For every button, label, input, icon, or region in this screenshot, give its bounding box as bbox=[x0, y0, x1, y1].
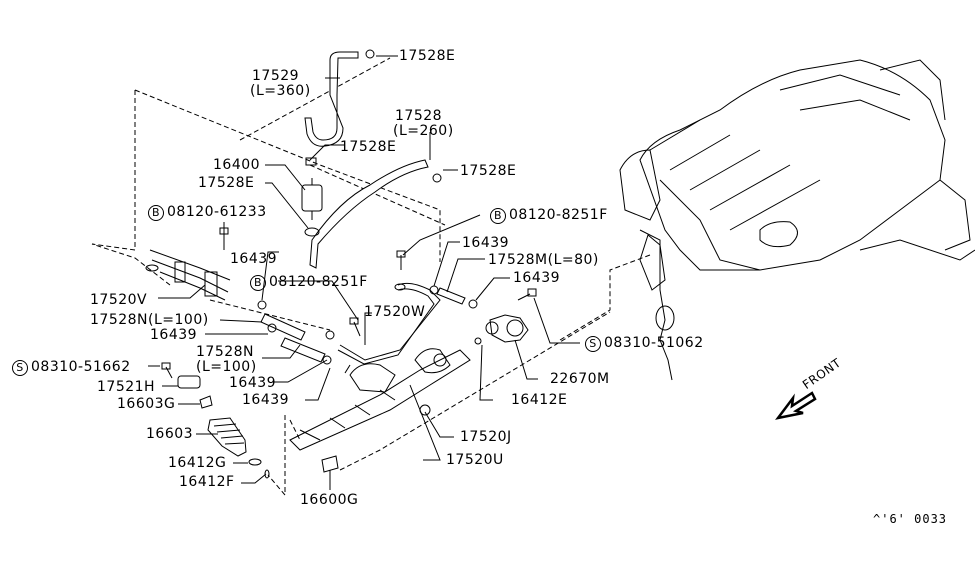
part-label-17528N[interactable]: 17528N bbox=[196, 344, 255, 360]
part-label-16439[interactable]: 16439 bbox=[230, 251, 278, 267]
part-label-16412E[interactable]: 16412E bbox=[511, 392, 568, 408]
part-label-17528E[interactable]: 17528E bbox=[198, 175, 255, 191]
part-label-17528-length: (L=260) bbox=[393, 123, 454, 139]
part-label-17528N-length: (L=100) bbox=[196, 359, 257, 375]
part-label-17528E[interactable]: 17528E bbox=[340, 139, 397, 155]
part-label-22670M[interactable]: 22670M bbox=[550, 371, 610, 387]
part-label-17520W[interactable]: 17520W bbox=[364, 304, 426, 320]
part-label-16439[interactable]: 16439 bbox=[513, 270, 561, 286]
part-label-16400[interactable]: 16400 bbox=[213, 157, 261, 173]
fuel-tube-17520W bbox=[337, 282, 441, 365]
part-label-16439[interactable]: 16439 bbox=[229, 375, 277, 391]
part-label-17520V[interactable]: 17520V bbox=[90, 292, 148, 308]
part-label-17528E[interactable]: 17528E bbox=[399, 48, 456, 64]
fuel-line-bracket-17520V bbox=[145, 249, 231, 301]
part-label-16603[interactable]: 16603 bbox=[146, 426, 194, 442]
part-label-17528[interactable]: 17528 bbox=[395, 108, 443, 124]
fuel-rail bbox=[289, 348, 471, 451]
part-number: 08120-61233 bbox=[167, 204, 267, 220]
part-label-16603G[interactable]: 16603G bbox=[117, 396, 176, 412]
part-label-16439[interactable]: 16439 bbox=[242, 392, 290, 408]
front-arrow-icon bbox=[775, 391, 817, 420]
bolts bbox=[161, 227, 537, 379]
part-label-17529[interactable]: 17529 bbox=[252, 68, 300, 84]
part-label-17528E[interactable]: 17528E bbox=[460, 163, 517, 179]
part-label-17529-length: (L=360) bbox=[250, 83, 311, 99]
part-label-17520U[interactable]: 17520U bbox=[446, 452, 504, 468]
part-number: 08310-51062 bbox=[604, 335, 704, 351]
fuel-injector-16603 bbox=[177, 375, 247, 457]
dashed-guides bbox=[91, 57, 651, 497]
engine-intake-manifold bbox=[619, 59, 975, 381]
diagram-reference-code: ^'6' 0033 bbox=[873, 512, 948, 526]
part-label-16439[interactable]: 16439 bbox=[150, 327, 198, 343]
part-number: 08120-8251F bbox=[509, 207, 608, 223]
bolt-badge-icon: B bbox=[250, 275, 266, 291]
part-label-16439[interactable]: 16439 bbox=[462, 235, 510, 251]
part-label-16412F[interactable]: 16412F bbox=[179, 474, 235, 490]
part-number: 08310-51662 bbox=[31, 359, 131, 375]
hoses bbox=[260, 51, 466, 363]
part-label-17520J[interactable]: 17520J bbox=[460, 429, 512, 445]
leader-lines bbox=[148, 55, 580, 490]
part-number: 08120-8251F bbox=[269, 274, 368, 290]
pressure-regulator-22670M bbox=[485, 314, 529, 343]
fuel-filter-16400 bbox=[301, 157, 323, 237]
part-label-16412G[interactable]: 16412G bbox=[168, 455, 227, 471]
part-label-17521H[interactable]: 17521H bbox=[97, 379, 156, 395]
part-label-17528N[interactable]: 17528N(L=100) bbox=[90, 312, 209, 328]
part-label-17528M[interactable]: 17528M(L=80) bbox=[488, 252, 599, 268]
bolt-badge-icon: B bbox=[490, 208, 506, 224]
screw-badge-icon: S bbox=[585, 336, 601, 352]
part-label-16600G[interactable]: 16600G bbox=[300, 492, 359, 508]
bolt-badge-icon: B bbox=[148, 205, 164, 221]
screw-badge-icon: S bbox=[12, 360, 28, 376]
